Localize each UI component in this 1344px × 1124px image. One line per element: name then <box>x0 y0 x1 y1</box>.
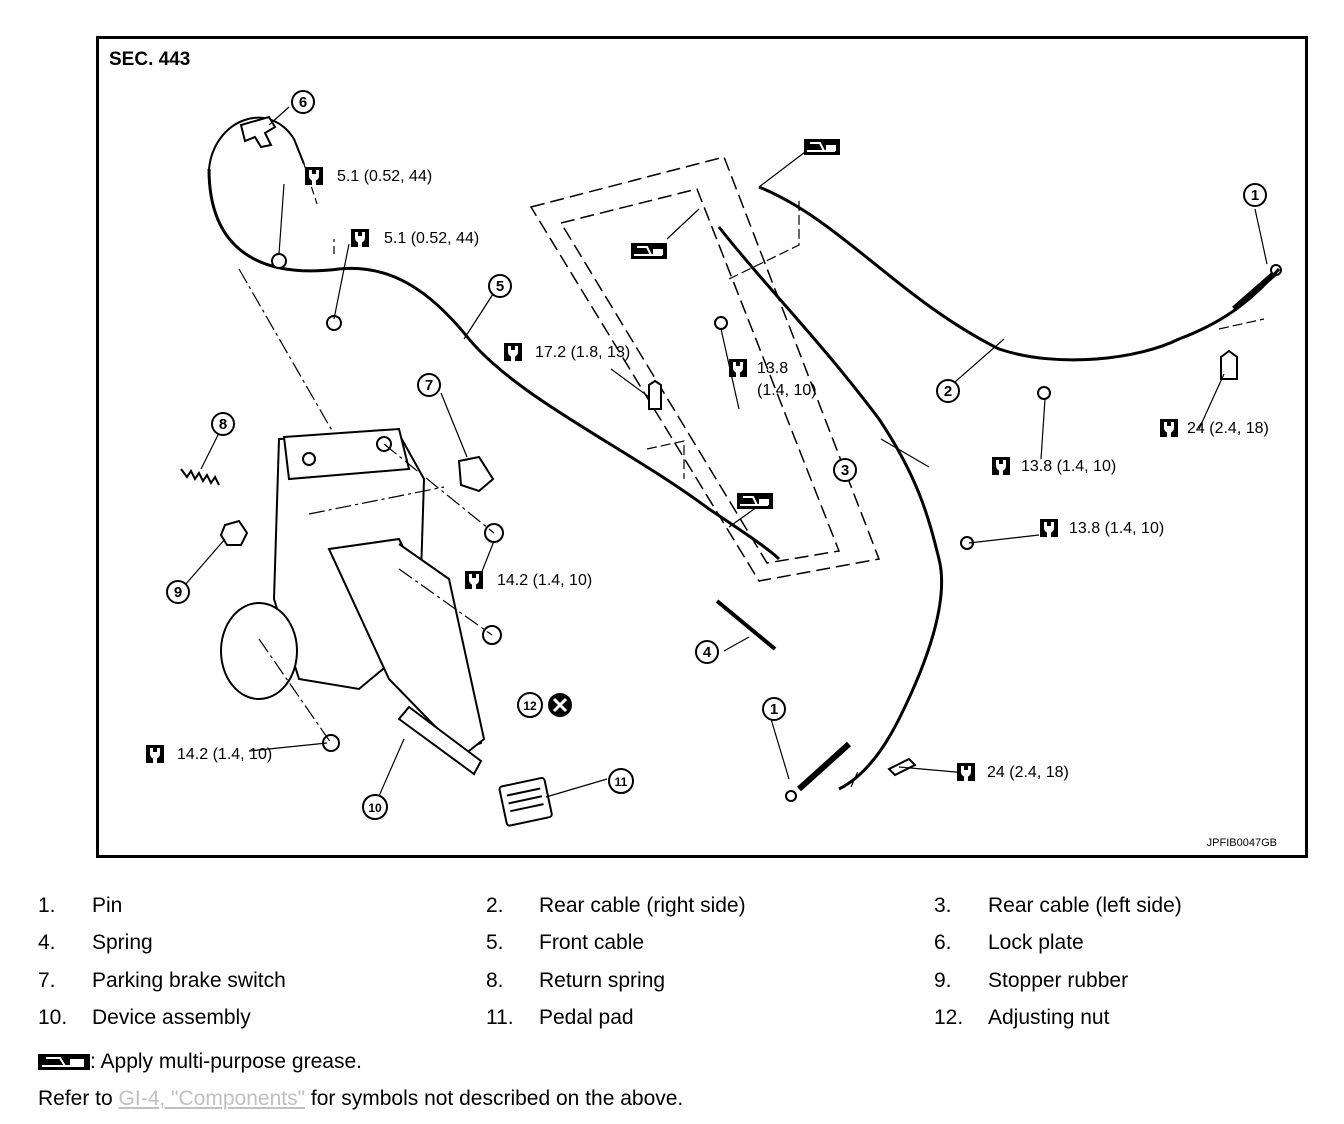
grease-icon <box>38 1054 90 1071</box>
legend-num: 9. <box>934 969 952 992</box>
parking-brake-switch <box>457 455 495 493</box>
torque-label: 13.8 (1.4, 10) <box>1021 458 1116 475</box>
legend-num: 5. <box>486 931 504 954</box>
legend-label: Front cable <box>539 931 645 954</box>
rear-cable-left <box>717 226 944 791</box>
torque-label: 14.2 (1.4, 10) <box>497 572 592 589</box>
legend-label: Device assembly <box>92 1006 251 1029</box>
svg-text:5: 5 <box>496 278 504 295</box>
svg-text:8: 8 <box>219 416 227 433</box>
legend-num: 6. <box>934 931 952 954</box>
svg-text:1: 1 <box>770 701 778 718</box>
legend-label: Stopper rubber <box>988 969 1129 992</box>
section-label: SEC. 443 <box>109 49 191 70</box>
svg-text:4: 4 <box>703 644 712 661</box>
svg-text:12: 12 <box>523 699 537 713</box>
legend-num: 3. <box>934 894 952 917</box>
torque-label: 13.8 <box>757 360 788 377</box>
callout-8: 8 <box>211 412 235 436</box>
diagram-drawing: 5.1 (0.52, 44) 5.1 (0.52, 44) 17.2 (1.8,… <box>146 90 1282 827</box>
svg-text:7: 7 <box>425 377 433 394</box>
legend-num: 2. <box>486 894 504 917</box>
legend-num: 1. <box>38 894 56 917</box>
svg-text:11: 11 <box>615 775 628 789</box>
legend-label: Lock plate <box>988 931 1084 954</box>
svg-text:10: 10 <box>368 801 382 815</box>
callout-10: 10 <box>362 794 388 820</box>
callout-4: 4 <box>695 640 719 664</box>
refer-prefix: Refer to <box>38 1087 119 1110</box>
svg-text:9: 9 <box>174 584 182 601</box>
refer-suffix: for symbols not described on the above. <box>305 1087 684 1110</box>
device-assembly <box>220 427 486 776</box>
return-spring <box>180 468 220 486</box>
replace-icon <box>548 693 572 717</box>
legend-label: Adjusting nut <box>988 1006 1110 1029</box>
refer-note: Refer to GI-4, "Components" for symbols … <box>38 1087 683 1111</box>
stopper-rubber <box>219 519 249 546</box>
callout-7: 7 <box>417 373 441 397</box>
callout-9: 9 <box>166 580 190 604</box>
callout-6: 6 <box>291 90 315 114</box>
callout-1-bottom: 1 <box>762 697 786 721</box>
svg-text:3: 3 <box>841 462 849 479</box>
callout-12: 12 <box>517 692 543 718</box>
legend-label: Pedal pad <box>539 1006 634 1029</box>
legend-num: 10. <box>38 1006 68 1029</box>
components-link[interactable]: GI-4, "Components" <box>118 1087 306 1110</box>
lock-plate <box>239 115 277 149</box>
callout-1-top: 1 <box>1243 183 1267 207</box>
figure-code: JPFIB0047GB <box>1206 837 1277 849</box>
legend-label: Spring <box>92 931 153 954</box>
torque-label: 13.8 (1.4, 10) <box>1069 520 1164 537</box>
callout-5: 5 <box>488 274 512 298</box>
pedal-pad <box>498 776 553 827</box>
legend-label: Rear cable (right side) <box>539 894 746 917</box>
torque-label: 5.1 (0.52, 44) <box>337 168 432 185</box>
legend-label: Return spring <box>539 969 666 992</box>
torque-label: 24 (2.4, 18) <box>987 764 1069 781</box>
torque-label: 14.2 (1.4, 10) <box>177 746 272 763</box>
callout-3: 3 <box>833 458 857 482</box>
legend-num: 7. <box>38 969 56 992</box>
grease-note: : Apply multi-purpose grease. <box>38 1050 362 1074</box>
svg-text:2: 2 <box>944 383 952 400</box>
svg-text:1: 1 <box>1251 187 1259 204</box>
legend-label: Pin <box>92 894 123 917</box>
spring-part <box>715 599 777 651</box>
legend-num: 11. <box>486 1006 514 1029</box>
legend-num: 12. <box>934 1006 964 1029</box>
legend-num: 4. <box>38 931 56 954</box>
torque-label: 5.1 (0.52, 44) <box>384 230 479 247</box>
front-cable <box>207 168 781 561</box>
cable-frame <box>529 156 881 582</box>
legend-label: Parking brake switch <box>92 969 286 992</box>
torque-label: (1.4, 10) <box>757 382 817 399</box>
callout-11: 11 <box>608 768 634 794</box>
svg-text:6: 6 <box>299 94 307 111</box>
legend-label: Rear cable (left side) <box>988 894 1182 917</box>
legend-num: 8. <box>486 969 504 992</box>
torque-label: 17.2 (1.8, 13) <box>535 344 630 361</box>
rear-cable-right <box>758 185 1281 362</box>
callout-2: 2 <box>936 379 960 403</box>
torque-label: 24 (2.4, 18) <box>1187 420 1269 437</box>
grease-note-text: : Apply multi-purpose grease. <box>90 1050 362 1073</box>
exploded-diagram: SEC. 443 JPFIB0047GB <box>96 36 1308 858</box>
